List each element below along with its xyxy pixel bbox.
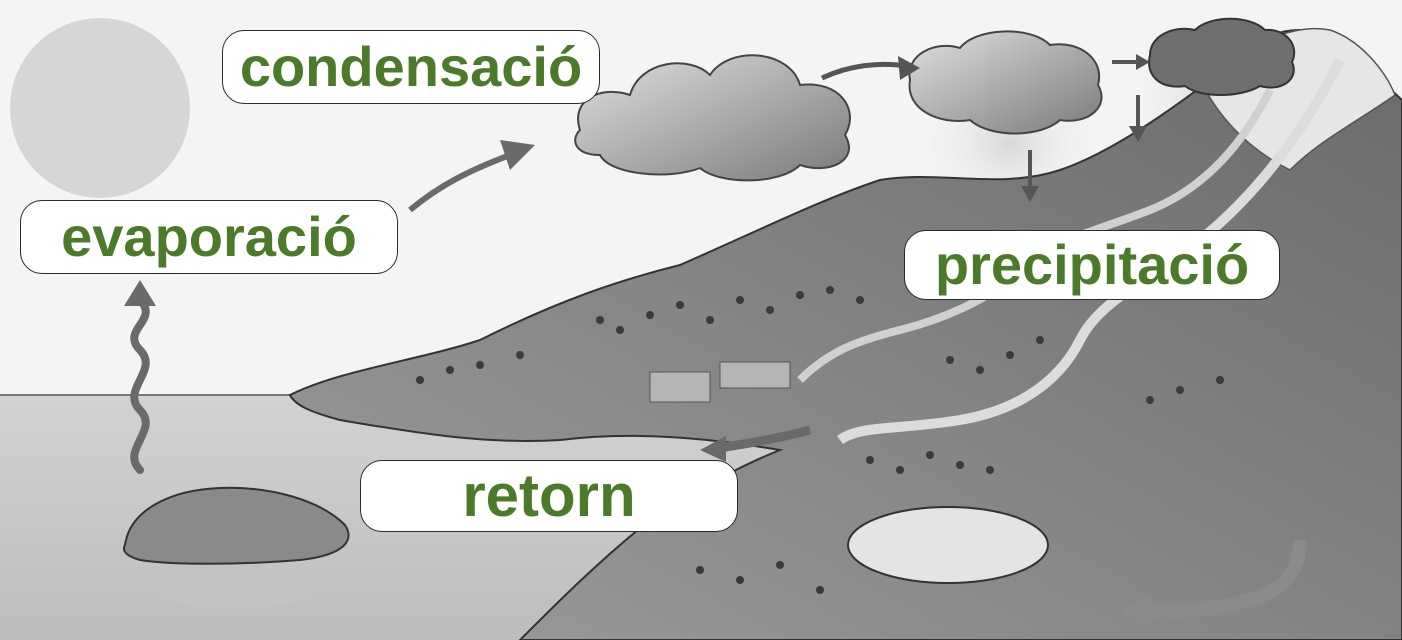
label-precipitacio: precipitació xyxy=(904,230,1280,300)
cloud-icon xyxy=(909,31,1101,133)
label-evaporacio-text: evaporació xyxy=(61,209,357,265)
field xyxy=(650,372,710,402)
label-condensacio-text: condensació xyxy=(240,39,582,95)
label-retorn: retorn xyxy=(360,460,738,532)
lake-icon xyxy=(848,507,1048,583)
label-condensacio: condensació xyxy=(222,30,600,104)
label-evaporacio: evaporació xyxy=(20,200,398,274)
sun-icon xyxy=(10,18,190,198)
label-precipitacio-text: precipitació xyxy=(935,237,1249,293)
field xyxy=(720,362,790,388)
label-retorn-text: retorn xyxy=(462,466,635,526)
island-reflection xyxy=(155,572,315,608)
cloud-icon xyxy=(1149,19,1294,95)
